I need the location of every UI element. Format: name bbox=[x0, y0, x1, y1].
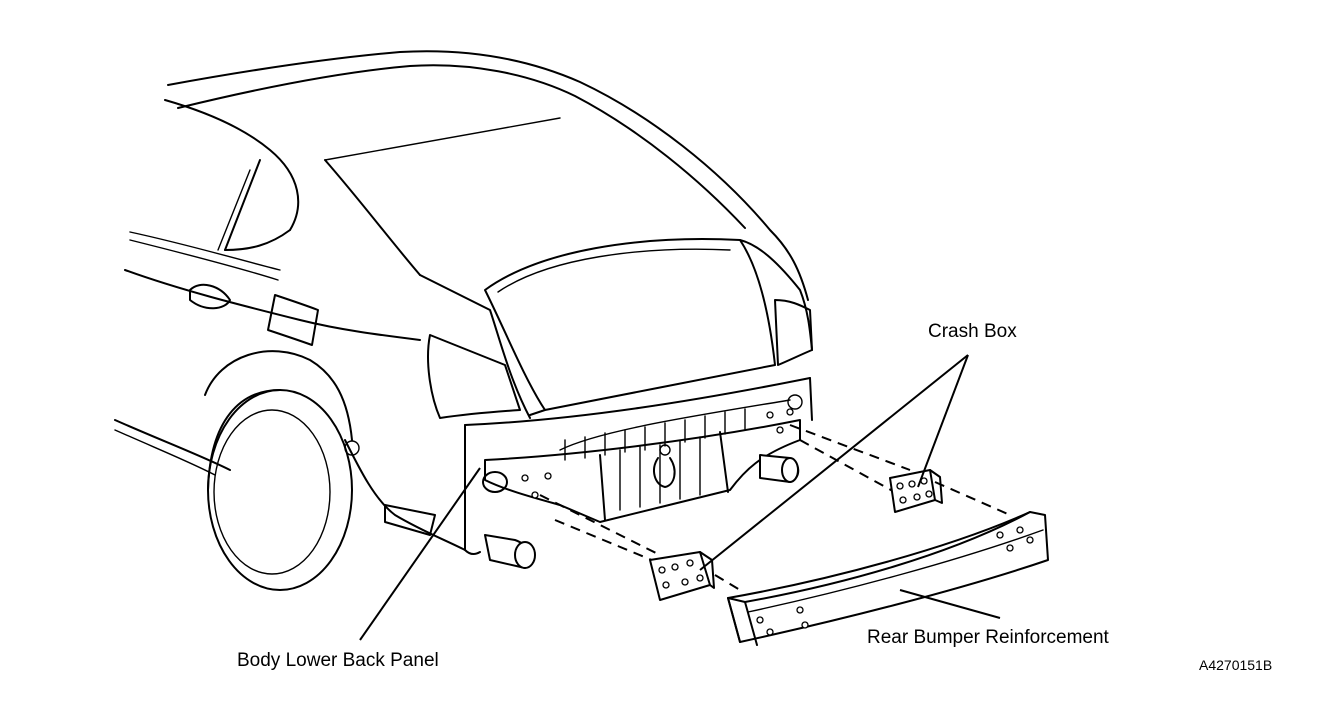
crash-box-right bbox=[889, 469, 943, 513]
leader-lines bbox=[359, 354, 1001, 641]
crash-box-label: Crash Box bbox=[928, 321, 1017, 342]
rear-bumper-reinforcement-label: Rear Bumper Reinforcement bbox=[867, 627, 1109, 648]
crash-box-left bbox=[649, 551, 715, 601]
figure-id: A4270151B bbox=[1199, 657, 1273, 673]
rear-bumper-reinforcement bbox=[727, 511, 1049, 646]
body-lower-back-panel bbox=[482, 394, 803, 569]
body-lower-back-panel-label: Body Lower Back Panel bbox=[237, 650, 439, 671]
assembly-lines bbox=[539, 424, 1011, 591]
vehicle-body bbox=[114, 50, 813, 591]
